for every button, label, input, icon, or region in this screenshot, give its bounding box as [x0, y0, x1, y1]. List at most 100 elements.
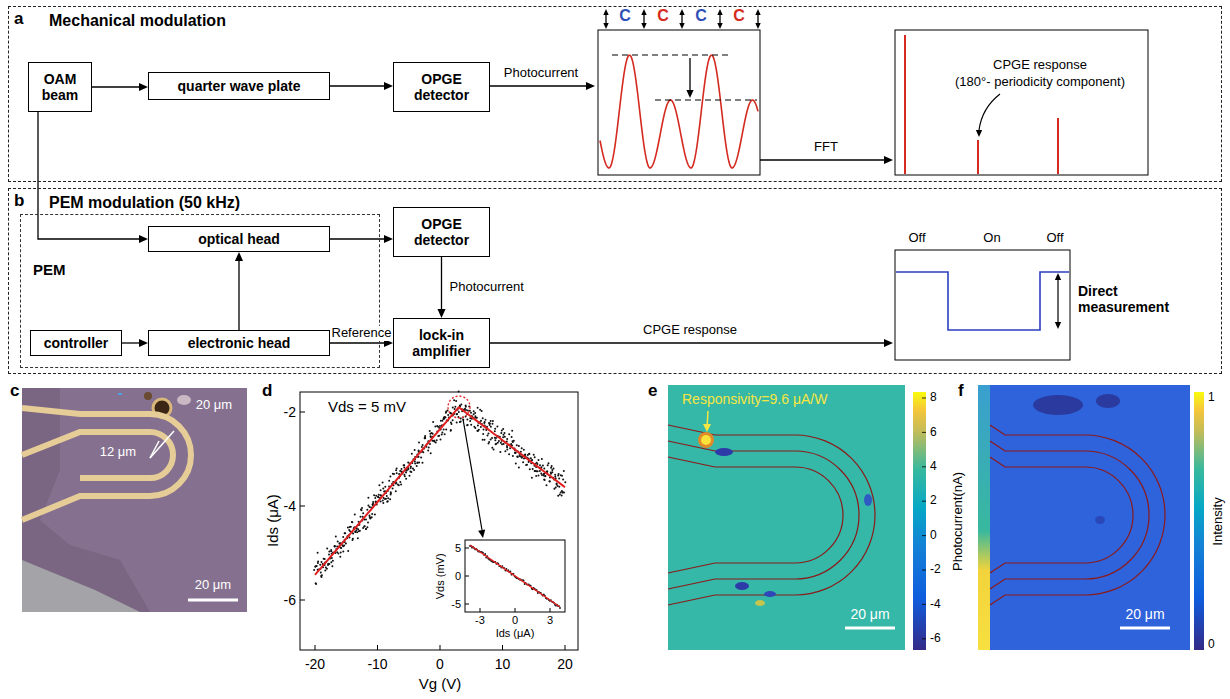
data-point: [484, 439, 486, 441]
data-point: [416, 465, 418, 467]
data-point: [458, 391, 460, 393]
device-micrograph: [22, 432, 173, 478]
figure-label: 20 μm: [195, 578, 231, 593]
data-point: [494, 428, 496, 430]
difference-arrow: [686, 90, 693, 98]
data-point: [389, 476, 391, 478]
figure-label: (180°- periodicity component): [955, 75, 1125, 90]
signal-arrow: [586, 82, 595, 90]
figure-label: -2: [284, 404, 296, 420]
data-point: [561, 475, 563, 477]
data-point: [428, 446, 430, 448]
intensity-map: [1120, 627, 1170, 630]
data-points: [469, 545, 561, 609]
data-point: [324, 569, 326, 571]
polarization-symbol: [679, 23, 684, 29]
photocurrent-map: [668, 457, 843, 573]
data-point: [444, 433, 446, 435]
data-point: [450, 422, 452, 424]
data-point: [359, 530, 361, 532]
data-point: [377, 496, 379, 498]
data-point: [385, 498, 387, 500]
data-point: [522, 461, 524, 463]
data-point: [467, 424, 469, 426]
arrow-head: [384, 235, 393, 243]
device-micrograph: [177, 395, 191, 405]
connector-line: [441, 257, 442, 311]
data-point: [340, 552, 342, 554]
data-point: [489, 423, 491, 425]
data-point: [342, 536, 344, 538]
figure-label: Vds = 5 mV: [328, 398, 406, 415]
figure-label: CPGE response: [993, 58, 1087, 73]
data-point: [528, 453, 530, 455]
photocurrent-map: [668, 425, 875, 605]
data-point: [347, 550, 349, 552]
data-point: [401, 468, 403, 470]
data-point: [332, 560, 334, 562]
callout-arrow: [463, 419, 482, 530]
data-point: [469, 420, 471, 422]
data-point: [514, 452, 516, 454]
data-point: [511, 436, 513, 438]
figure-label: 20 μm: [850, 606, 889, 622]
data-point: [495, 443, 497, 445]
photocurrent-map: [715, 448, 733, 456]
data-point: [357, 528, 359, 530]
color-bar-tick: [922, 604, 926, 605]
data-point: [433, 440, 435, 442]
data-point: [447, 414, 449, 416]
data-point: [503, 443, 505, 445]
connector-arrow: [437, 257, 445, 318]
color-bar: [1194, 392, 1204, 650]
figure-label: Off: [908, 231, 925, 246]
data-point: [414, 449, 416, 451]
data-point: [499, 451, 501, 453]
box-label: controller: [44, 335, 109, 351]
data-point: [539, 464, 541, 466]
figure-label: 0: [455, 570, 461, 583]
data-point: [321, 574, 323, 576]
data-point: [433, 440, 435, 442]
data-point: [387, 500, 389, 502]
data-point: [470, 412, 472, 414]
figure-label: -4: [930, 598, 941, 612]
data-point: [323, 558, 325, 560]
box-label: OPGE detector: [398, 71, 485, 103]
polarization-symbol: [679, 9, 684, 15]
data-point: [455, 400, 457, 402]
data-point: [516, 455, 518, 457]
data-point: [418, 449, 420, 451]
inset-plot: [465, 540, 565, 612]
figure-label: -6: [284, 592, 296, 608]
data-point: [487, 435, 489, 437]
panel-letter: e: [648, 381, 657, 401]
data-point: [531, 477, 533, 479]
data-point: [453, 399, 455, 401]
data-point: [480, 420, 482, 422]
polarization-symbol: [641, 23, 646, 29]
data-point: [452, 419, 454, 421]
data-point: [443, 429, 445, 431]
figure-label: 4: [930, 460, 937, 474]
device-micrograph: [188, 599, 238, 602]
data-point: [339, 556, 341, 558]
photocurrent-map: [668, 385, 905, 650]
data-point: [476, 417, 478, 419]
arrow-head: [139, 339, 148, 347]
data-point: [364, 525, 366, 527]
data-point: [315, 583, 317, 585]
data-point: [372, 501, 374, 503]
data-point: [405, 472, 407, 474]
data-point: [441, 431, 443, 433]
photocurrent-map: [735, 582, 749, 590]
data-point: [551, 471, 553, 473]
connector-arrow: [235, 252, 243, 330]
data-point: [422, 462, 424, 464]
callout-arrow: [478, 530, 485, 538]
signal-arrow: [884, 156, 893, 164]
box-label: electronic head: [188, 335, 291, 351]
spectrum-peaks: [904, 35, 906, 174]
data-point: [316, 565, 318, 567]
data-point: [482, 417, 484, 419]
